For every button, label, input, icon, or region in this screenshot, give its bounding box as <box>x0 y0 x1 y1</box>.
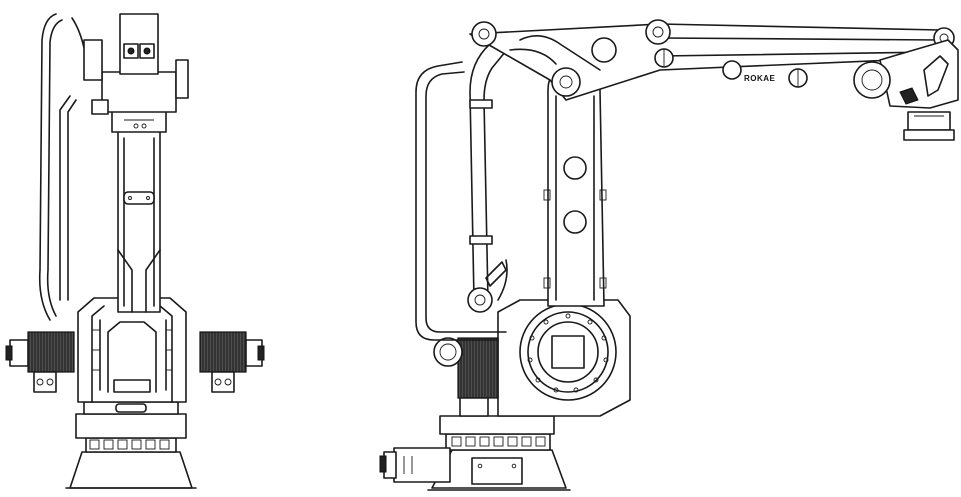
side-view-robot: ROKAE <box>379 19 959 491</box>
front-upper-arm <box>117 129 161 313</box>
front-base-pedestal <box>65 401 197 489</box>
side-joint-bolt-ring <box>527 313 609 393</box>
side-base-pedestal <box>427 415 571 491</box>
side-cable-guide <box>415 61 508 341</box>
front-turret <box>77 297 187 403</box>
side-base-bolt-ring <box>451 436 546 447</box>
front-right-motor <box>199 331 265 393</box>
front-base-bolt-ring <box>89 439 170 450</box>
side-upper-boom: ROKAE <box>469 19 955 101</box>
front-view-robot <box>5 13 265 489</box>
side-base-motor <box>379 447 451 483</box>
front-left-motor <box>5 331 75 393</box>
side-wrist-flange <box>853 39 959 141</box>
front-head-assembly <box>83 13 189 133</box>
side-turret <box>433 299 631 417</box>
brand-logo-text: ROKAE <box>744 74 776 83</box>
side-parallel-link <box>467 35 511 313</box>
front-cable-bundle <box>38 13 85 321</box>
side-main-arm <box>543 69 607 307</box>
